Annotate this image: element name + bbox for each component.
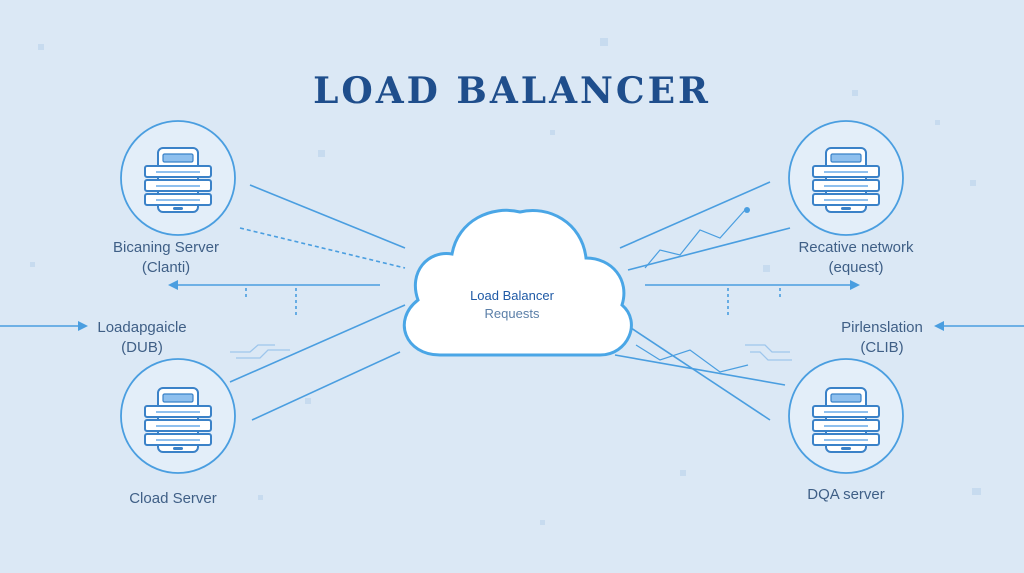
arrowheads-left — [78, 280, 178, 331]
node-title: Cload Server — [129, 490, 217, 507]
node-label-bottom-right: DQA server — [746, 485, 946, 505]
link-bottom-right-2 — [614, 354, 786, 386]
side-subtitle: (DUB) — [121, 339, 163, 356]
node-title: DQA server — [807, 486, 885, 503]
node-bottom-right — [788, 358, 904, 474]
node-title: Bicaning Server — [113, 239, 219, 256]
link-bottom-left-1 — [229, 304, 406, 383]
node-subtitle: (Clanti) — [141, 259, 191, 276]
node-bottom-left — [120, 358, 236, 474]
link-top-right-2 — [627, 227, 791, 271]
connections-left — [0, 184, 406, 421]
side-label-right: Pirlenslation (CLIB) — [782, 318, 982, 358]
node-subtitle: (equest) — [828, 259, 884, 276]
link-top-right-1 — [619, 181, 771, 249]
node-label-top-left: Bicaning Server (Clanti) — [66, 238, 266, 278]
circuit-decor-left — [230, 344, 290, 359]
circuit-decor-right — [745, 344, 792, 361]
link-top-left-1 — [249, 184, 406, 249]
side-title: Pirlenslation — [841, 319, 923, 336]
background-specks — [30, 38, 981, 525]
node-title: Recative network — [798, 239, 914, 256]
side-label-left: Loadapgaicle (DUB) — [42, 318, 242, 358]
link-bottom-right-1 — [621, 321, 771, 421]
link-bottom-left-2 — [251, 351, 401, 421]
center-label-secondary: Requests — [484, 306, 540, 321]
page-title: LOAD BALANCER — [313, 70, 711, 112]
side-title: Loadapgaicle — [97, 319, 187, 336]
center-label-primary: Load Balancer — [470, 288, 554, 303]
connections-right — [614, 181, 1024, 421]
node-top-left — [120, 120, 236, 236]
node-label-top-right: Recative network (equest) — [756, 238, 956, 278]
cloud-icon — [402, 208, 633, 357]
link-top-left-2 — [239, 227, 406, 269]
side-subtitle: (CLIB) — [860, 339, 904, 356]
arrowheads-right — [744, 207, 944, 331]
node-top-right — [788, 120, 904, 236]
node-label-bottom-left: Cload Server — [73, 489, 273, 509]
